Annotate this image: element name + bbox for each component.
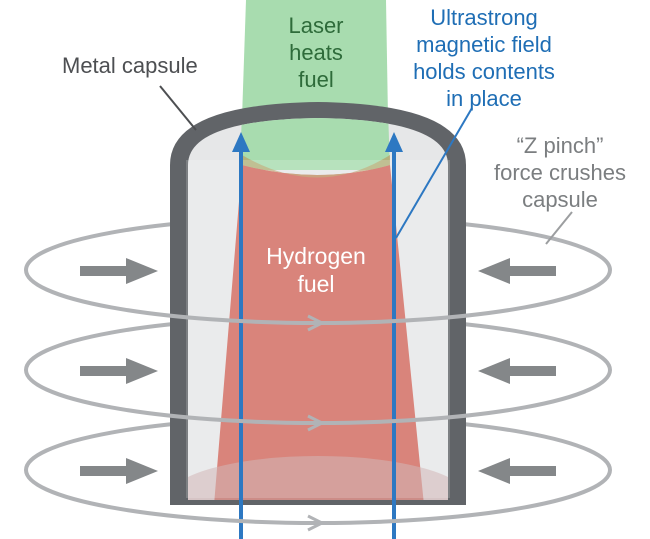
label-magnetic-line-1: Ultrastrong [430, 5, 538, 30]
label-magnetic-line-4: in place [446, 86, 522, 111]
laser-beam [242, 0, 388, 118]
label-z-pinch: “Z pinch” force crushes capsule [494, 133, 626, 212]
leader-z-pinch [545, 211, 573, 245]
label-hydrogen-fuel: Hydrogen fuel [266, 243, 366, 297]
label-laser-line-3: fuel [298, 67, 333, 92]
laser-beam-inner [240, 118, 390, 170]
pinch-ring-top-front [24, 269, 612, 325]
label-magnetic-field: Ultrastrong magnetic field holds content… [413, 5, 555, 111]
force-arrow-right-2 [478, 358, 556, 384]
label-zpinch-line-1: “Z pinch” [517, 133, 604, 158]
label-laser-line-1: Laser [288, 13, 343, 38]
label-laser: Laser heats fuel [288, 13, 343, 92]
pinch-force-arrows [80, 258, 556, 484]
magnetic-field-lines [232, 132, 403, 539]
label-fuel-line-1: Hydrogen [266, 243, 366, 269]
force-arrow-right-1 [478, 258, 556, 284]
field-arrowhead-left [232, 132, 250, 152]
label-fuel-line-2: fuel [297, 271, 334, 297]
force-arrow-left-3 [80, 458, 158, 484]
ring-arrow-top [307, 314, 326, 332]
pinch-ring-bottom-front [24, 469, 612, 525]
pinch-ring-middle-front [24, 369, 612, 425]
leader-metal-capsule [159, 85, 197, 131]
field-arrowhead-right [385, 132, 403, 152]
label-laser-line-2: heats [289, 40, 343, 65]
label-zpinch-line-3: capsule [522, 187, 598, 212]
force-arrow-left-2 [80, 358, 158, 384]
ring-arrow-middle [307, 414, 326, 432]
label-magnetic-line-3: holds contents [413, 59, 555, 84]
leader-magnetic-field [395, 107, 473, 239]
force-arrow-right-3 [478, 458, 556, 484]
laser-fuel-overlap [242, 155, 390, 178]
ring-arrow-bottom [307, 514, 326, 532]
label-zpinch-line-2: force crushes [494, 160, 626, 185]
pinch-rings-front [24, 269, 612, 525]
hydrogen-fuel [214, 165, 424, 500]
capsule-inner-panel [186, 160, 450, 498]
label-magnetic-line-2: magnetic field [416, 32, 552, 57]
label-metal-capsule: Metal capsule [62, 53, 198, 78]
ring-direction-arrows [307, 314, 326, 532]
force-arrow-left-1 [80, 258, 158, 284]
